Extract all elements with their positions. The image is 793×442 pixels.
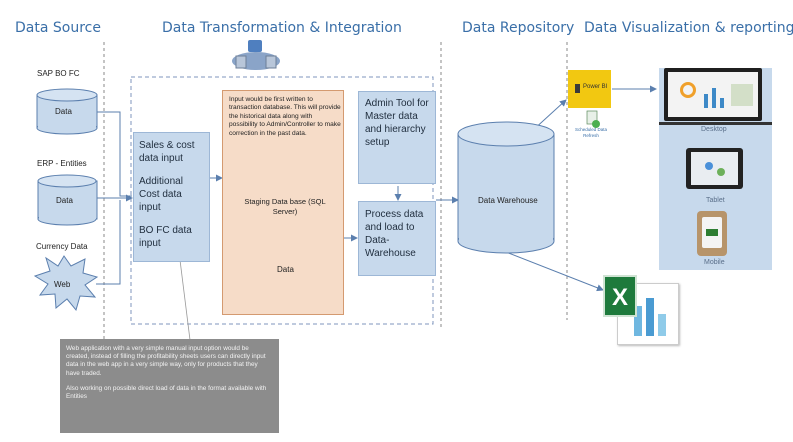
currency-source-label: Currency Data bbox=[36, 242, 88, 251]
devices-panel: Desktop Tablet Mobile bbox=[659, 68, 772, 270]
connector-warehouse-excel bbox=[505, 251, 604, 292]
warehouse-database-icon bbox=[457, 121, 555, 254]
mobile-label: Mobile bbox=[704, 259, 725, 266]
heading-data-repository: Data Repository bbox=[462, 20, 575, 36]
warehouse-label: Data Warehouse bbox=[478, 196, 538, 205]
process-box: Process data and load to Data-Warehouse bbox=[358, 201, 436, 276]
admin-tool-box: Admin Tool for Master data and hierarchy… bbox=[358, 91, 436, 184]
web-starburst-icon bbox=[33, 255, 99, 312]
staging-db-label: Data bbox=[277, 265, 294, 274]
mobile-icon bbox=[697, 211, 727, 256]
powerbi-icon bbox=[575, 84, 580, 93]
refresh-label: Scheduled Data Refresh bbox=[574, 127, 608, 138]
note-paragraph-1: Web application with a very simple manua… bbox=[66, 345, 266, 377]
web-label: Web bbox=[54, 280, 71, 289]
heading-data-source: Data Source bbox=[15, 20, 101, 36]
excel-icon: X bbox=[603, 275, 679, 345]
additional-input-label: Additional Cost data input bbox=[139, 176, 183, 213]
cloud-server-icon bbox=[232, 40, 280, 70]
staging-title: Staging Data base (SQL Server) bbox=[244, 197, 326, 216]
tablet-icon bbox=[686, 148, 743, 189]
heading-data-transformation: Data Transformation & Integration bbox=[162, 20, 402, 36]
erp-source-label: ERP - Entities bbox=[37, 159, 87, 168]
web-application-note: Web application with a very simple manua… bbox=[60, 339, 279, 433]
staging-box bbox=[222, 90, 344, 315]
connector-sap bbox=[97, 111, 132, 197]
refresh-icon bbox=[586, 110, 600, 128]
desktop-icon bbox=[664, 68, 762, 121]
sap-db-label: Data bbox=[55, 107, 72, 116]
bofc-input-label: BO FC data input bbox=[139, 225, 192, 249]
heading-data-visualization: Data Visualization & reporting bbox=[584, 20, 793, 36]
note-pointer bbox=[179, 259, 191, 341]
erp-db-label: Data bbox=[56, 196, 73, 205]
sales-input-label: Sales & cost data input bbox=[139, 140, 195, 164]
erp-database-icon bbox=[37, 174, 98, 226]
sap-database-icon bbox=[36, 88, 98, 135]
desktop-label: Desktop bbox=[701, 126, 727, 133]
tablet-label: Tablet bbox=[706, 197, 725, 204]
sap-source-label: SAP BO FC bbox=[37, 69, 80, 78]
powerbi-label: Power BI bbox=[583, 84, 608, 90]
connector-web bbox=[96, 200, 121, 285]
input-box: Sales & cost data input Additional Cost … bbox=[133, 132, 210, 262]
powerbi-tile: Power BI bbox=[568, 70, 611, 108]
staging-description: Input would be first written to transact… bbox=[229, 96, 341, 137]
note-paragraph-2: Also working on possible direct load of … bbox=[66, 384, 267, 401]
